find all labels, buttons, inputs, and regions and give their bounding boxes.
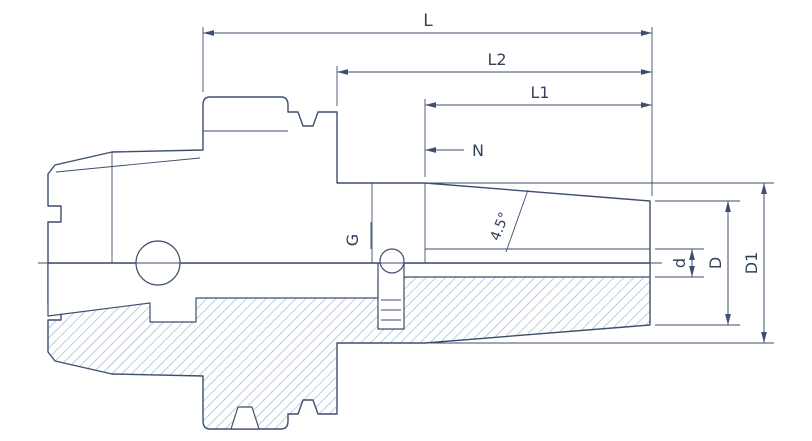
section-thread-hole — [377, 262, 405, 330]
dim-label-d: d — [670, 258, 689, 268]
section-bore-cavity — [47, 262, 651, 323]
thread-hole-circle — [379, 248, 405, 274]
outline-upper-half — [47, 96, 651, 264]
section-lower-half-hatched — [47, 262, 651, 430]
dim-label-n: N — [472, 141, 484, 160]
dim-label-l: L — [423, 11, 433, 31]
dim-label-l2: L2 — [487, 50, 506, 69]
dim-label-D: D — [706, 257, 725, 269]
taper-angle-leader — [505, 189, 529, 253]
dim-label-l1: L1 — [530, 83, 549, 102]
dim-label-g: G — [343, 234, 362, 246]
flange-groove-notch — [230, 406, 260, 430]
shank-inner-edge-line — [55, 157, 201, 173]
dim-label-d1: D1 — [742, 252, 761, 275]
